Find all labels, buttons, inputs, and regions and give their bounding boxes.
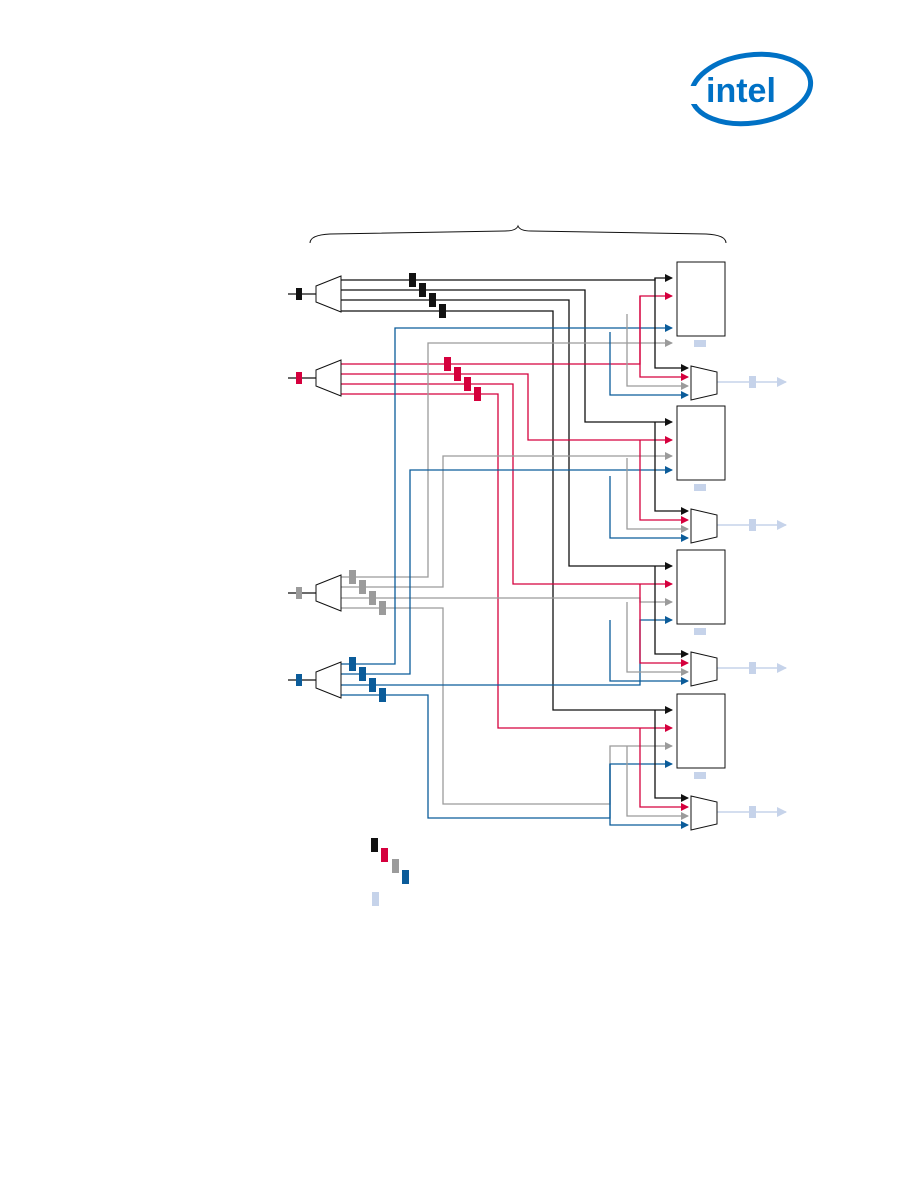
input-register-gray <box>296 587 302 599</box>
legend-swatch-lightblue <box>372 892 379 906</box>
components <box>296 261 756 906</box>
route-blue-ch4 <box>341 694 673 819</box>
channel-block-2 <box>676 405 726 481</box>
input-mux-red <box>315 359 342 397</box>
block-register-3 <box>694 628 706 635</box>
logo-text: intel <box>706 72 776 110</box>
block-register-1 <box>694 340 706 347</box>
mux-feed-gray-ch4 <box>626 746 689 820</box>
output-register-1 <box>749 376 756 388</box>
wiring <box>288 274 787 829</box>
output-mux-4 <box>690 795 718 831</box>
route-blue-ch2 <box>341 466 673 675</box>
pipeline-register-blue <box>359 667 366 681</box>
legend-swatch-black <box>371 838 378 852</box>
pipeline-register-gray <box>379 601 386 615</box>
pipeline-register-red <box>474 387 481 401</box>
channel-block-1 <box>676 261 726 337</box>
output-register-4 <box>749 806 756 818</box>
route-gray-ch4 <box>341 607 673 805</box>
mux-feed-red-ch4 <box>639 728 689 811</box>
route-red-ch3 <box>341 383 673 588</box>
route-gray-ch2 <box>341 452 673 588</box>
route-gray-ch3 <box>341 597 673 606</box>
output-register-3 <box>749 662 756 674</box>
input-mux-blue <box>315 661 342 699</box>
input-mux-black <box>315 275 342 313</box>
route-blue-ch3 <box>341 616 673 686</box>
intel-logo: intel <box>688 51 814 127</box>
mux-feed-red-ch1 <box>639 296 689 381</box>
pipeline-register-red <box>444 357 451 371</box>
legend-swatch-red <box>381 848 388 862</box>
input-register-red <box>296 372 302 384</box>
route-gray-ch1 <box>341 339 673 578</box>
mux-feed-red-ch3 <box>639 584 689 667</box>
route-black-ch2 <box>341 289 673 426</box>
mux-feed-gray-ch2 <box>626 458 689 533</box>
mux-feed-blue-ch1 <box>609 332 689 399</box>
output-mux-1 <box>690 365 718 401</box>
input-register-black <box>296 288 302 300</box>
block-register-2 <box>694 484 706 491</box>
pipeline-register-red <box>464 377 471 391</box>
top-brace <box>309 224 727 244</box>
pipeline-register-gray <box>359 580 366 594</box>
block-register-4 <box>694 772 706 779</box>
mux-feed-black-ch3 <box>654 566 689 658</box>
route-black-ch4 <box>341 310 673 714</box>
legend-swatch-blue <box>402 870 409 884</box>
route-red-ch4 <box>341 393 673 732</box>
pipeline-register-blue <box>349 657 356 671</box>
route-red-ch1 <box>341 292 673 365</box>
pipeline-register-blue <box>379 688 386 702</box>
input-mux-gray <box>315 574 342 612</box>
pipeline-register-black <box>419 283 426 297</box>
channel-block-3 <box>676 549 726 625</box>
logo-swoosh-gap <box>688 86 708 104</box>
mux-feed-black-ch1 <box>654 278 689 372</box>
output-register-2 <box>749 519 756 531</box>
pipeline-register-gray <box>369 591 376 605</box>
mux-feed-gray-ch3 <box>626 602 689 676</box>
output-mux-2 <box>690 508 718 544</box>
pipeline-register-black <box>439 304 446 318</box>
mux-feed-black-ch4 <box>654 710 689 802</box>
output-mux-3 <box>690 651 718 687</box>
legend-swatch-gray <box>392 859 399 873</box>
mux-feed-red-ch2 <box>639 440 689 524</box>
mux-feed-blue-ch2 <box>609 476 689 542</box>
pipeline-register-gray <box>349 570 356 584</box>
route-black-ch1 <box>341 274 673 282</box>
input-register-blue <box>296 674 302 686</box>
mux-feed-blue-ch4 <box>609 764 689 829</box>
mux-feed-black-ch2 <box>654 422 689 515</box>
pipeline-register-black <box>429 293 436 307</box>
pipeline-register-black <box>409 273 416 287</box>
route-blue-ch1 <box>341 324 673 665</box>
route-red-ch2 <box>341 373 673 444</box>
mux-feed-gray-ch1 <box>626 314 689 390</box>
channel-block-4 <box>676 693 726 769</box>
route-black-ch3 <box>341 299 673 570</box>
pipeline-register-red <box>454 367 461 381</box>
pipeline-register-blue <box>369 678 376 692</box>
mux-feed-blue-ch3 <box>609 620 689 685</box>
